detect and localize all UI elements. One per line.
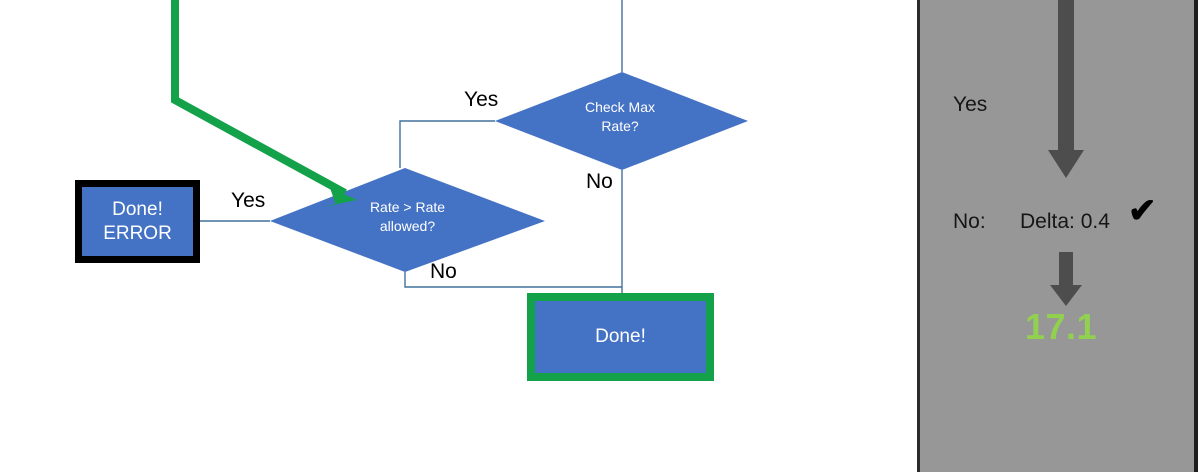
panel-delta-value: Delta: 0.4 xyxy=(1020,210,1110,233)
node-done[interactable]: Done! xyxy=(527,293,714,381)
diamond-rate-greater-than-allowed xyxy=(270,168,545,272)
panel-result-value: 17.1 xyxy=(1025,306,1098,347)
highlight-arrow-shaft xyxy=(171,0,347,197)
flowchart-connectors-and-shapes xyxy=(171,0,748,293)
check-mark-icon: ✔ xyxy=(1128,192,1157,230)
panel-no-label: No: xyxy=(953,210,986,233)
panel-arrows xyxy=(1048,0,1084,306)
connector-yes-check-max-rate-to-rate-decision xyxy=(399,120,495,168)
flowchart-area: Rate > Rate allowed? Check Max Rate? Don… xyxy=(75,0,748,381)
arrow-down-short-shaft xyxy=(1059,252,1073,287)
connector-no-rate-decision-to-done xyxy=(404,272,622,288)
arrow-down-long-shaft xyxy=(1058,0,1074,152)
node-done-error-label: Done! ERROR xyxy=(103,198,172,244)
arrow-down-short-head xyxy=(1050,285,1082,306)
highlight-arrow-head xyxy=(322,188,357,207)
arrow-down-long-head xyxy=(1048,150,1084,178)
diamond-check-max-rate xyxy=(495,72,748,170)
node-done-error[interactable]: Done! ERROR xyxy=(75,180,200,263)
node-done-label: Done! xyxy=(595,326,646,348)
status-panel: Yes No: Delta: 0.4 ✔ 17.1 xyxy=(917,0,1198,472)
panel-yes-label: Yes xyxy=(953,93,988,116)
